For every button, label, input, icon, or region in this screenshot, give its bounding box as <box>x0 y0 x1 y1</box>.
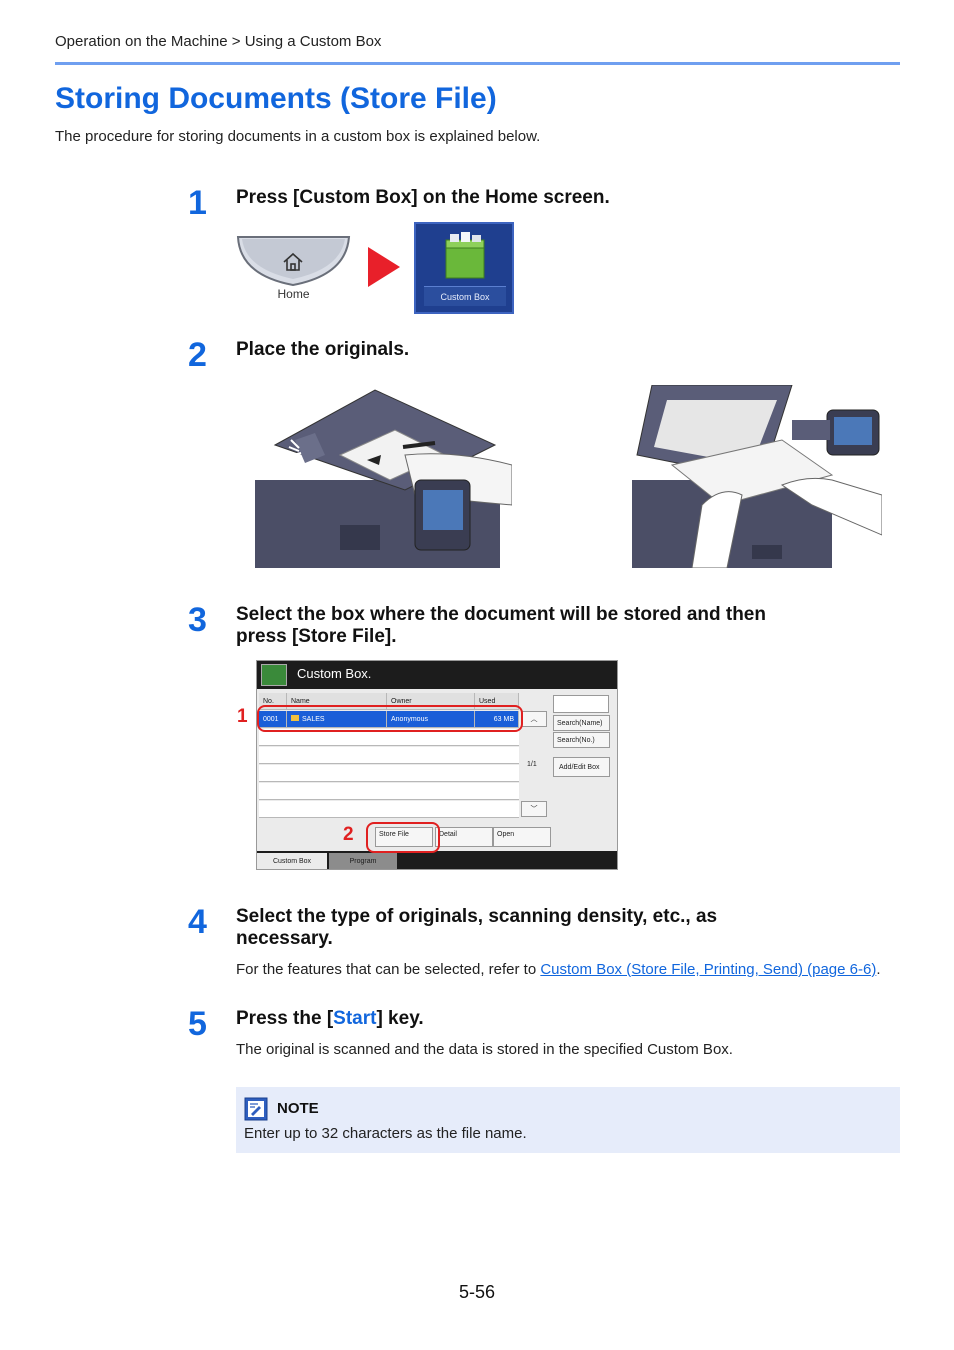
custom-box-icon <box>261 664 287 686</box>
cell-owner: Anonymous <box>387 711 475 728</box>
folder-icon <box>291 715 299 721</box>
table-row-empty <box>259 747 519 764</box>
page-number: 5-56 <box>459 1282 496 1302</box>
step-number-4: 4 <box>188 903 207 941</box>
step-number-5: 5 <box>188 1005 207 1043</box>
callout-number-1: 1 <box>237 706 248 727</box>
header-rule <box>55 62 900 65</box>
cell-name-text: SALES <box>302 716 325 723</box>
search-no-button[interactable]: Search(No.) <box>553 732 610 748</box>
search-field[interactable] <box>553 695 609 713</box>
add-edit-box-button[interactable]: Add/Edit Box <box>553 757 610 777</box>
table-row-empty <box>259 783 519 800</box>
step-heading-3-line2: press [Store File]. <box>236 626 397 647</box>
step-body-4: For the features that can be selected, r… <box>236 961 881 978</box>
step-body-4-text: For the features that can be selected, r… <box>236 961 541 978</box>
arrow-right-icon <box>368 247 400 287</box>
platen-glass-illustration <box>632 384 883 569</box>
store-file-button[interactable]: Store File <box>375 827 433 847</box>
cell-name: SALES <box>287 711 387 728</box>
step-body-5: The original is scanned and the data is … <box>236 1041 733 1058</box>
note-label: NOTE <box>277 1100 319 1117</box>
step-number-1: 1 <box>188 184 207 222</box>
note-icon <box>244 1097 268 1121</box>
custom-box-panel: Custom Box. No. Name Owner Used 0001 SAL… <box>256 660 618 870</box>
page-indicator: 1/1 <box>527 761 537 768</box>
custom-box-label: Custom Box <box>424 286 506 306</box>
cell-no: 0001 <box>259 711 287 728</box>
document-feeder-illustration <box>255 385 513 568</box>
step-heading-2: Place the originals. <box>236 339 410 360</box>
cell-used: 63 MB <box>475 711 519 728</box>
step-number-2: 2 <box>188 336 207 374</box>
step-heading-3: Select the box where the document will b… <box>236 604 766 648</box>
step-number-3: 3 <box>188 601 207 639</box>
step-heading-4-line1: Select the type of originals, scanning d… <box>236 906 718 927</box>
intro-text: The procedure for storing documents in a… <box>55 128 541 145</box>
tab-program[interactable]: Program <box>329 853 397 869</box>
callout-number-2: 2 <box>343 824 354 845</box>
callout-highlight-store-file <box>366 822 440 853</box>
custom-box-tile: Custom Box <box>414 222 514 314</box>
scroll-up-button[interactable]: ︿ <box>521 711 547 727</box>
step-body-4-suffix: . <box>876 961 881 978</box>
panel-title: Custom Box. <box>297 666 372 681</box>
table-row[interactable]: 0001 SALES Anonymous 63 MB <box>259 711 519 728</box>
table-row-empty <box>259 765 519 782</box>
column-header-used: Used <box>475 693 519 710</box>
callout-highlight-row <box>257 705 523 732</box>
step-heading-5-prefix: Press the [ <box>236 1008 334 1029</box>
page-title: Storing Documents (Store File) <box>55 82 497 115</box>
start-key-label: Start <box>333 1008 377 1029</box>
home-label: Home <box>277 287 310 301</box>
note-box: NOTE Enter up to 32 characters as the fi… <box>236 1087 900 1153</box>
chevron-down-icon: ﹀ <box>530 806 538 813</box>
column-header-owner[interactable]: Owner <box>387 693 475 710</box>
detail-button[interactable]: Detail <box>435 827 493 847</box>
step-heading-4-line2: necessary. <box>236 928 333 949</box>
custom-box-icon <box>445 232 485 279</box>
step-heading-4: Select the type of originals, scanning d… <box>236 906 717 950</box>
custom-box-features-link[interactable]: Custom Box (Store File, Printing, Send) … <box>540 961 877 978</box>
breadcrumb: Operation on the Machine > Using a Custo… <box>55 33 382 50</box>
column-header-name[interactable]: Name <box>287 693 387 710</box>
home-button-illustration: Home <box>236 235 351 305</box>
step-heading-5: Press the [Start] key. <box>236 1008 424 1030</box>
open-button[interactable]: Open <box>493 827 551 847</box>
scroll-down-button[interactable]: ﹀ <box>521 801 547 817</box>
step-heading-3-line1: Select the box where the document will b… <box>236 604 766 625</box>
step-heading-1: Press [Custom Box] on the Home screen. <box>236 187 610 208</box>
table-row-empty <box>259 801 519 818</box>
search-name-button[interactable]: Search(Name) <box>553 715 610 731</box>
chevron-up-icon: ︿ <box>530 716 538 723</box>
tab-custom-box[interactable]: Custom Box <box>257 853 327 869</box>
column-header-no[interactable]: No. <box>259 693 287 710</box>
panel-title-bar: Custom Box. <box>257 661 617 689</box>
step-heading-5-suffix: ] key. <box>376 1008 424 1029</box>
table-row-empty <box>259 729 519 746</box>
home-icon <box>283 252 303 271</box>
note-text: Enter up to 32 characters as the file na… <box>244 1125 527 1142</box>
